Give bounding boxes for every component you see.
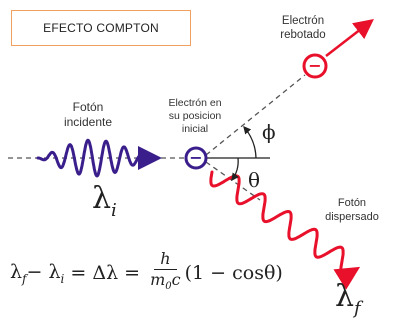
equation-minus-lambda-i: − λi bbox=[26, 260, 65, 286]
equation-fraction: h m0c bbox=[150, 249, 181, 297]
compton-equation: λf − λi = Δλ = h m0c (1 − cosθ) bbox=[10, 248, 283, 298]
label-recoiled-electron: Electrón rebotado bbox=[280, 15, 326, 41]
theta-symbol: θ bbox=[248, 168, 260, 192]
title-box: EFECTO COMPTON bbox=[11, 10, 191, 46]
diagram-title: EFECTO COMPTON bbox=[43, 21, 159, 35]
recoil-electron-arrow bbox=[325, 18, 374, 57]
equation-delta-lambda: = Δλ = bbox=[64, 262, 147, 284]
equation-denominator: m0c bbox=[150, 269, 181, 293]
equation-lambda-f: λf bbox=[10, 260, 27, 286]
initial-electron-sign: − bbox=[189, 148, 202, 167]
recoiled-electron bbox=[302, 53, 328, 79]
phi-symbol: ϕ bbox=[262, 120, 276, 144]
equation-rhs: (1 − cosθ) bbox=[184, 262, 283, 284]
incident-photon-wave bbox=[36, 138, 162, 178]
phi-angle-arc bbox=[243, 126, 257, 159]
scatter-path-dashed bbox=[205, 161, 261, 201]
label-scattered-photon: Fotón dispersado bbox=[325, 197, 379, 223]
label-incident-photon: Fotón incidente bbox=[63, 100, 113, 129]
lambda-i-symbol: λi bbox=[92, 181, 117, 221]
initial-electron bbox=[184, 146, 208, 170]
recoiled-electron-sign: − bbox=[308, 56, 321, 75]
equation-numerator: h bbox=[154, 249, 177, 270]
scattered-photon-wave bbox=[209, 170, 361, 290]
theta-angle-arc bbox=[231, 157, 239, 182]
label-initial-electron: Electrón en su posicion inicial bbox=[168, 97, 222, 135]
recoil-path-dashed bbox=[205, 74, 306, 156]
lambda-f-symbol: λf bbox=[335, 279, 364, 319]
